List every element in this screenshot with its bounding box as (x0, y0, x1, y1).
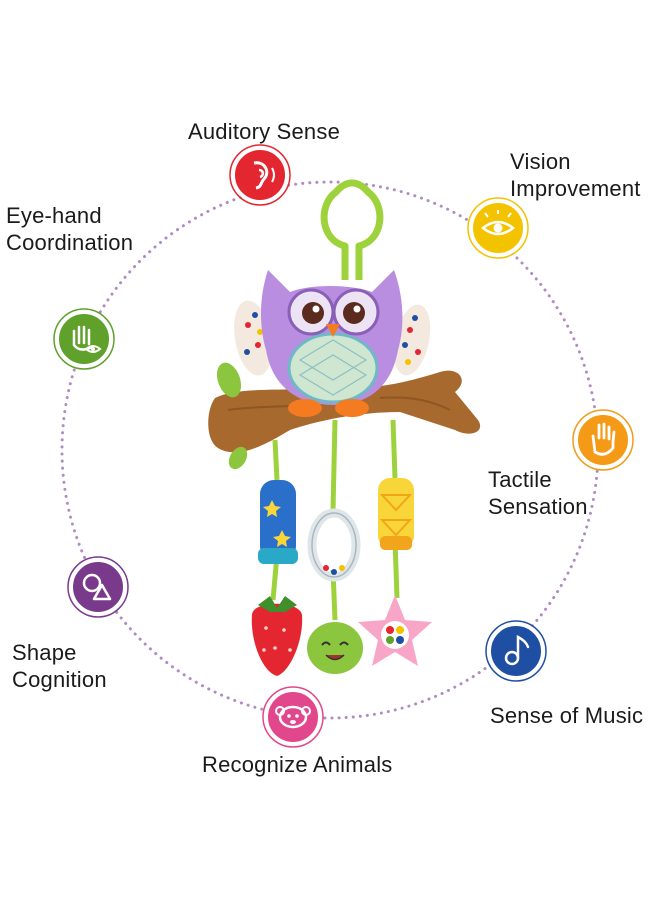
leaf (216, 362, 242, 398)
owl-foot-right (335, 399, 369, 417)
strawberry-toy (251, 603, 303, 676)
owl-foot-left (288, 399, 322, 417)
hanging-loop (320, 179, 384, 280)
animal-face-icon (262, 686, 324, 748)
leaf (228, 446, 248, 470)
owl-belly (287, 332, 379, 404)
ear-icon (229, 144, 291, 206)
label-vision: Vision Improvement (510, 149, 641, 201)
apple-toy (307, 622, 363, 674)
owl-wing-right (393, 304, 431, 376)
owl-hanging-toy (208, 179, 481, 676)
owl-beak (326, 324, 340, 337)
shapes-icon (67, 556, 129, 618)
music-note-icon (485, 620, 547, 682)
label-animals: Recognize Animals (202, 752, 393, 777)
hand-icon (572, 409, 634, 471)
label-music: Sense of Music (490, 703, 644, 728)
label-shape: Shape Cognition (12, 640, 107, 692)
eye-icon (467, 197, 529, 259)
hand-eye-icon (53, 308, 115, 370)
label-eyehand: Eye-hand Coordination (6, 203, 134, 255)
label-tactile: Tactile Sensation (488, 467, 588, 519)
label-auditory: Auditory Sense (188, 119, 340, 144)
